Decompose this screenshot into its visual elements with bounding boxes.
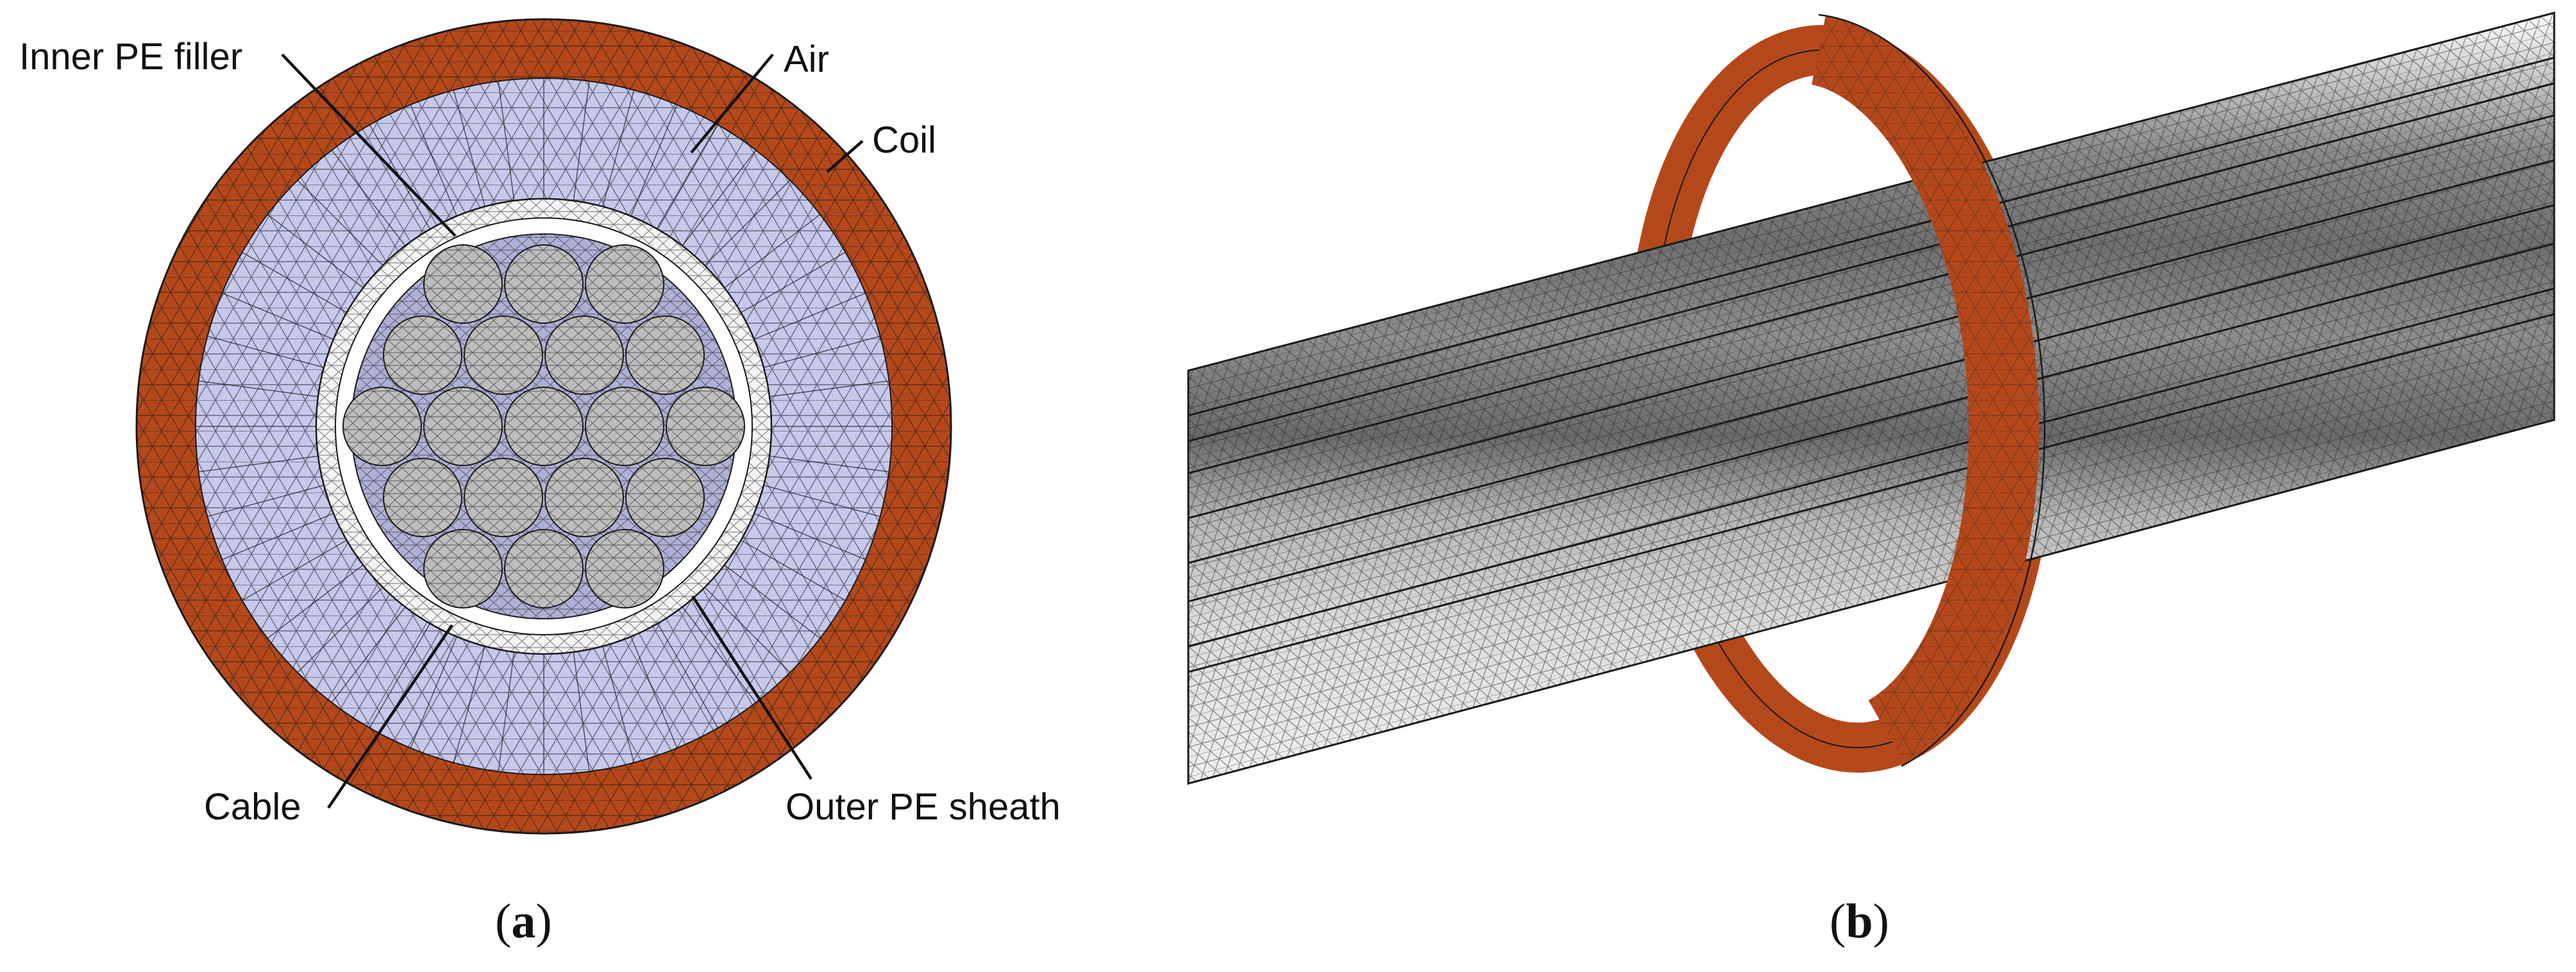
air-radial-line <box>769 380 889 398</box>
air-radial-line <box>741 251 846 314</box>
cable-conductors <box>342 244 745 608</box>
conductor-mesh <box>424 387 502 465</box>
cable-body <box>1188 13 2554 783</box>
cable-stripes <box>1188 56 2554 673</box>
conductor-mesh <box>464 458 543 537</box>
air-radial-line <box>657 124 719 230</box>
air-radial-line <box>207 485 324 517</box>
air-radial-mesh-lines <box>196 78 892 775</box>
air-radial-line <box>763 335 880 368</box>
caption-b: (b) <box>1830 894 1889 948</box>
air-radial-line <box>573 651 590 772</box>
air-radial-line <box>724 564 821 639</box>
conductor-mesh <box>505 387 583 465</box>
conductor-mesh <box>424 245 502 323</box>
air-radial-line <box>410 636 457 748</box>
air-radial-line <box>331 149 406 246</box>
cable-stripe-line <box>1188 204 2554 564</box>
air-radial-line <box>198 380 319 398</box>
conductor-mesh <box>505 530 583 608</box>
cable-stripe-line <box>1188 82 2554 442</box>
air-radial-line <box>753 292 866 340</box>
air-radial-line <box>369 623 431 728</box>
conductor-mesh <box>626 316 704 394</box>
air-radial-line <box>704 587 791 673</box>
label-outer-pe-sheath: Outer PE sheath <box>786 786 1061 828</box>
label-inner-pe-filler: Inner PE filler <box>19 36 242 78</box>
panel-b-3d-view: (b) <box>1187 12 2555 948</box>
conductor-mesh <box>505 245 583 323</box>
cable-stripe-line <box>1188 56 2554 417</box>
leader-coil <box>826 140 864 173</box>
air-radial-line <box>753 513 866 560</box>
label-cable: Cable <box>204 786 301 828</box>
conductor-mesh <box>383 458 462 537</box>
air-radial-line <box>741 539 846 601</box>
air-radial-line <box>602 646 635 763</box>
air-radial-line <box>410 105 457 217</box>
conductor-mesh <box>383 316 462 394</box>
conductor-mesh <box>545 458 623 537</box>
leader-outer-sheath <box>691 595 812 780</box>
coil-ring-front <box>1811 13 2046 767</box>
air-radial-line <box>453 646 485 763</box>
cable-stripe-line <box>1188 313 2554 673</box>
leader-inner-filler <box>281 53 457 237</box>
conductor-mesh <box>464 316 543 394</box>
conductor-mesh <box>343 387 421 465</box>
cable-stripe-line <box>1188 159 2554 519</box>
air-radial-line <box>222 513 334 560</box>
air-radial-line <box>242 539 347 601</box>
air-radial-line <box>498 81 515 201</box>
conductor-mesh <box>585 530 664 608</box>
air-radial-line <box>198 455 319 473</box>
air-radial-line <box>724 214 821 289</box>
air-radial-line <box>769 455 889 473</box>
air-radial-line <box>453 90 485 207</box>
air-radial-line <box>630 636 678 748</box>
cable-stripe-line <box>1188 287 2554 648</box>
air-radial-line <box>763 485 880 517</box>
panel-a-cross-section: Inner PE filler Air Coil Cable Outer PE … <box>19 18 1061 948</box>
conductor-mesh <box>545 316 623 394</box>
conductor-mesh <box>585 387 664 465</box>
leader-air <box>690 53 774 154</box>
air-radial-line <box>602 90 635 207</box>
air-radial-line <box>207 335 324 368</box>
air-radial-line <box>267 214 364 289</box>
cable-outline <box>1187 12 2555 785</box>
air-radial-line <box>630 105 678 217</box>
air-radial-line <box>242 251 347 314</box>
label-air: Air <box>784 38 829 80</box>
air-radial-line <box>682 149 757 246</box>
air-radial-line <box>657 623 719 728</box>
air-radial-line <box>704 180 791 266</box>
conductor-mesh <box>585 245 664 323</box>
air-radial-line <box>297 180 383 266</box>
air-radial-line <box>222 292 334 340</box>
caption-a: (a) <box>495 894 552 948</box>
conductor-mesh <box>666 387 745 465</box>
air-radial-line <box>498 651 515 772</box>
air-radial-line <box>682 607 757 703</box>
conductor-mesh <box>424 530 502 608</box>
conductor-mesh <box>626 458 704 537</box>
cable-stripe-line <box>1188 114 2554 474</box>
outer-boundary <box>135 18 952 835</box>
air-radial-line <box>573 81 590 201</box>
label-coil: Coil <box>872 119 936 161</box>
leader-cable <box>327 624 453 809</box>
cable-stripe-line <box>1188 242 2554 603</box>
air-radial-line <box>331 607 406 703</box>
air-radial-line <box>267 564 364 639</box>
air-radial-line <box>297 587 383 673</box>
